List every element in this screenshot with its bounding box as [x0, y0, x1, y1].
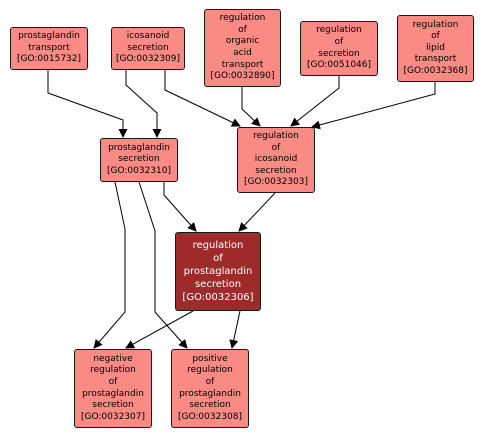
- node-label-line: negative: [93, 353, 133, 364]
- node-label-line: secretion: [318, 48, 360, 59]
- node-label-line: secretion: [194, 279, 242, 290]
- edge-prostaglandin-secretion-to-positive-regulation: [138, 181, 188, 349]
- edge-regulation-of-icosanoid-secretion-to-regulation-of-prostaglandin-secretion: [238, 192, 276, 232]
- edge-prostaglandin-secretion-to-regulation-of-prostaglandin-secretion: [163, 182, 197, 232]
- node-label-line: [GO:0032309]: [115, 54, 181, 65]
- node-label-line: [GO:0051046]: [306, 60, 372, 71]
- node-label-line: icosanoid: [254, 154, 298, 165]
- node-label-line: of: [205, 376, 215, 387]
- node-label-line: positive: [192, 353, 228, 364]
- node-label-line: of: [238, 24, 247, 35]
- node-label-line: [GO:0032306]: [182, 292, 254, 303]
- node-label-line: transport: [28, 42, 70, 53]
- node-label-line: organic: [225, 36, 260, 47]
- node-label-line: [GO:0032890]: [210, 71, 275, 82]
- edge-prostaglandin-transport-to-prostaglandin-secretion: [47, 70, 128, 138]
- node-label-line: secretion: [189, 400, 231, 411]
- node-label-line: acid: [233, 48, 252, 58]
- node-regulation-of-prostaglandin-secretion[interactable]: regulation of prostaglandin secretion [GO:00…: [175, 232, 261, 311]
- edge-regulation-of-secretion-to-regulation-of-icosanoid-secretion: [290, 76, 340, 127]
- edge-organic-acid-transport-to-regulation-of-icosanoid-secretion: [241, 87, 261, 127]
- node-label-line: regulation: [187, 365, 233, 376]
- node-label-line: [GO:0032308]: [177, 411, 243, 422]
- node-label-line: [GO:0032310]: [106, 165, 172, 176]
- edge-icosanoid-secretion-to-prostaglandin-secretion: [125, 70, 162, 138]
- node-label-line: of: [334, 36, 344, 47]
- node-label-line: [GO:0032307]: [80, 411, 146, 422]
- node-label-line: prostaglandin: [18, 31, 80, 42]
- node-label-line: [GO:0015732]: [16, 54, 82, 65]
- node-label-line: regulation: [412, 19, 459, 30]
- node-label-line: transport: [221, 59, 264, 70]
- edge-icosanoid-secretion-to-regulation-of-icosanoid-secretion: [164, 70, 241, 127]
- node-label-line: secretion: [92, 400, 134, 411]
- node-label-line: regulation: [90, 365, 136, 376]
- node-label-line: prostaglandin: [179, 388, 241, 399]
- node-label-line: [GO:0032303]: [243, 177, 309, 188]
- node-label-line: lipid: [426, 42, 445, 53]
- node-label-line: of: [108, 376, 118, 387]
- node-label-line: icosanoid: [126, 31, 170, 42]
- node-label-line: regulation: [192, 240, 244, 251]
- node-label-line: regulation: [253, 131, 299, 142]
- node-label-line: regulation: [316, 25, 362, 36]
- node-label-line: transport: [414, 54, 457, 65]
- node-label-line: prostaglandin: [82, 388, 144, 399]
- edge-regulation-of-prostaglandin-secretion-to-negative-regulation: [125, 310, 194, 349]
- node-label-line: secretion: [255, 165, 297, 176]
- node-label-line: of: [213, 253, 223, 264]
- node-label-line: prostaglandin: [108, 142, 170, 153]
- node-label-line: secretion: [127, 42, 169, 53]
- edge-prostaglandin-secretion-to-negative-regulation: [93, 181, 126, 349]
- node-label-line: of: [271, 142, 281, 153]
- node-label-line: secretion: [118, 154, 160, 165]
- node-label-line: regulation: [219, 13, 266, 24]
- node-label-line: [GO:0032368]: [403, 65, 468, 76]
- node-label-line: of: [431, 31, 440, 42]
- edge-regulation-of-prostaglandin-secretion-to-positive-regulation: [229, 310, 241, 349]
- edge-lipid-transport-to-regulation-of-icosanoid-secretion: [311, 82, 436, 130]
- node-label-line: prostaglandin: [183, 266, 253, 277]
